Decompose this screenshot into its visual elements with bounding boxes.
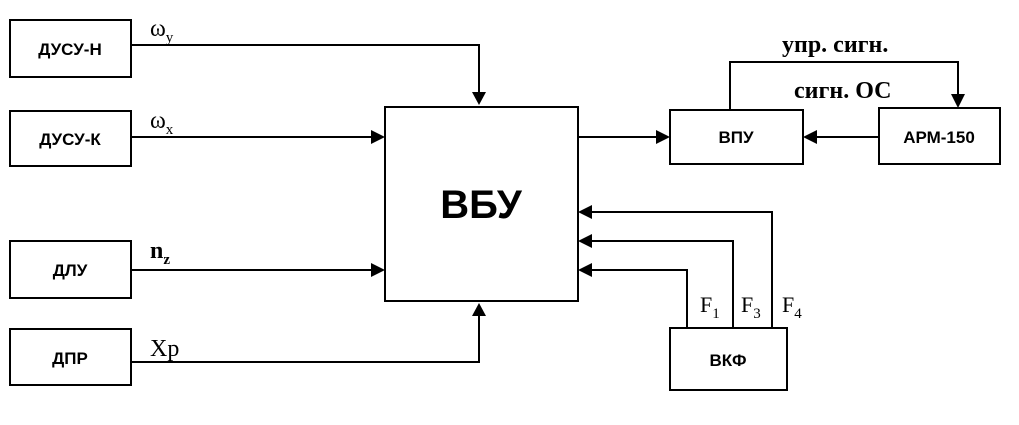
block-vkf — [669, 327, 788, 391]
block-arm — [878, 107, 1001, 165]
block-dlu — [9, 240, 132, 299]
arrow-f1 — [578, 263, 592, 277]
line-xp — [131, 316, 480, 363]
block-dpr-label: ДПР — [52, 349, 88, 368]
label-control-signal: упр. сигн. — [782, 32, 888, 58]
line-omega-y — [131, 44, 480, 93]
arrow-omega-y — [472, 92, 486, 105]
block-vkf-label: ВКФ — [710, 351, 747, 370]
block-dusu-k-label: ДУСУ-К — [39, 130, 101, 149]
block-dusu-n-label: ДУСУ-Н — [38, 40, 101, 59]
line-f3 — [591, 240, 734, 328]
arrow-f4 — [578, 205, 592, 219]
label-f1: F1 — [700, 292, 720, 322]
block-dlu-label: ДЛУ — [53, 261, 88, 280]
arrow-control-signal — [951, 94, 965, 108]
block-vpu-label: ВПУ — [718, 128, 753, 147]
arrow-nz — [371, 263, 385, 277]
arrow-f3 — [578, 234, 592, 248]
label-f4: F4 — [782, 292, 802, 322]
label-xp: Xp — [150, 336, 179, 362]
arrow-xp — [472, 303, 486, 316]
block-dusu-n — [9, 19, 132, 78]
line-control-signal — [729, 61, 959, 110]
block-dpr — [9, 328, 132, 386]
arrow-omega-x — [371, 130, 385, 144]
block-dusu-k — [9, 110, 132, 167]
line-f4 — [591, 211, 773, 328]
line-f1 — [591, 269, 688, 328]
block-vbu — [384, 106, 579, 302]
block-arm-label: АРМ-150 — [903, 128, 975, 147]
arrow-vbu-vpu — [656, 130, 670, 144]
label-feedback-signal: сигн. ОС — [794, 78, 892, 104]
arrow-feedback-signal — [803, 130, 817, 144]
label-nz: nz — [150, 238, 170, 268]
label-f3: F3 — [741, 292, 761, 322]
label-omega-x: ωx — [150, 108, 174, 138]
label-omega-y: ωy — [150, 16, 174, 46]
block-vbu-label: ВБУ — [440, 183, 523, 227]
